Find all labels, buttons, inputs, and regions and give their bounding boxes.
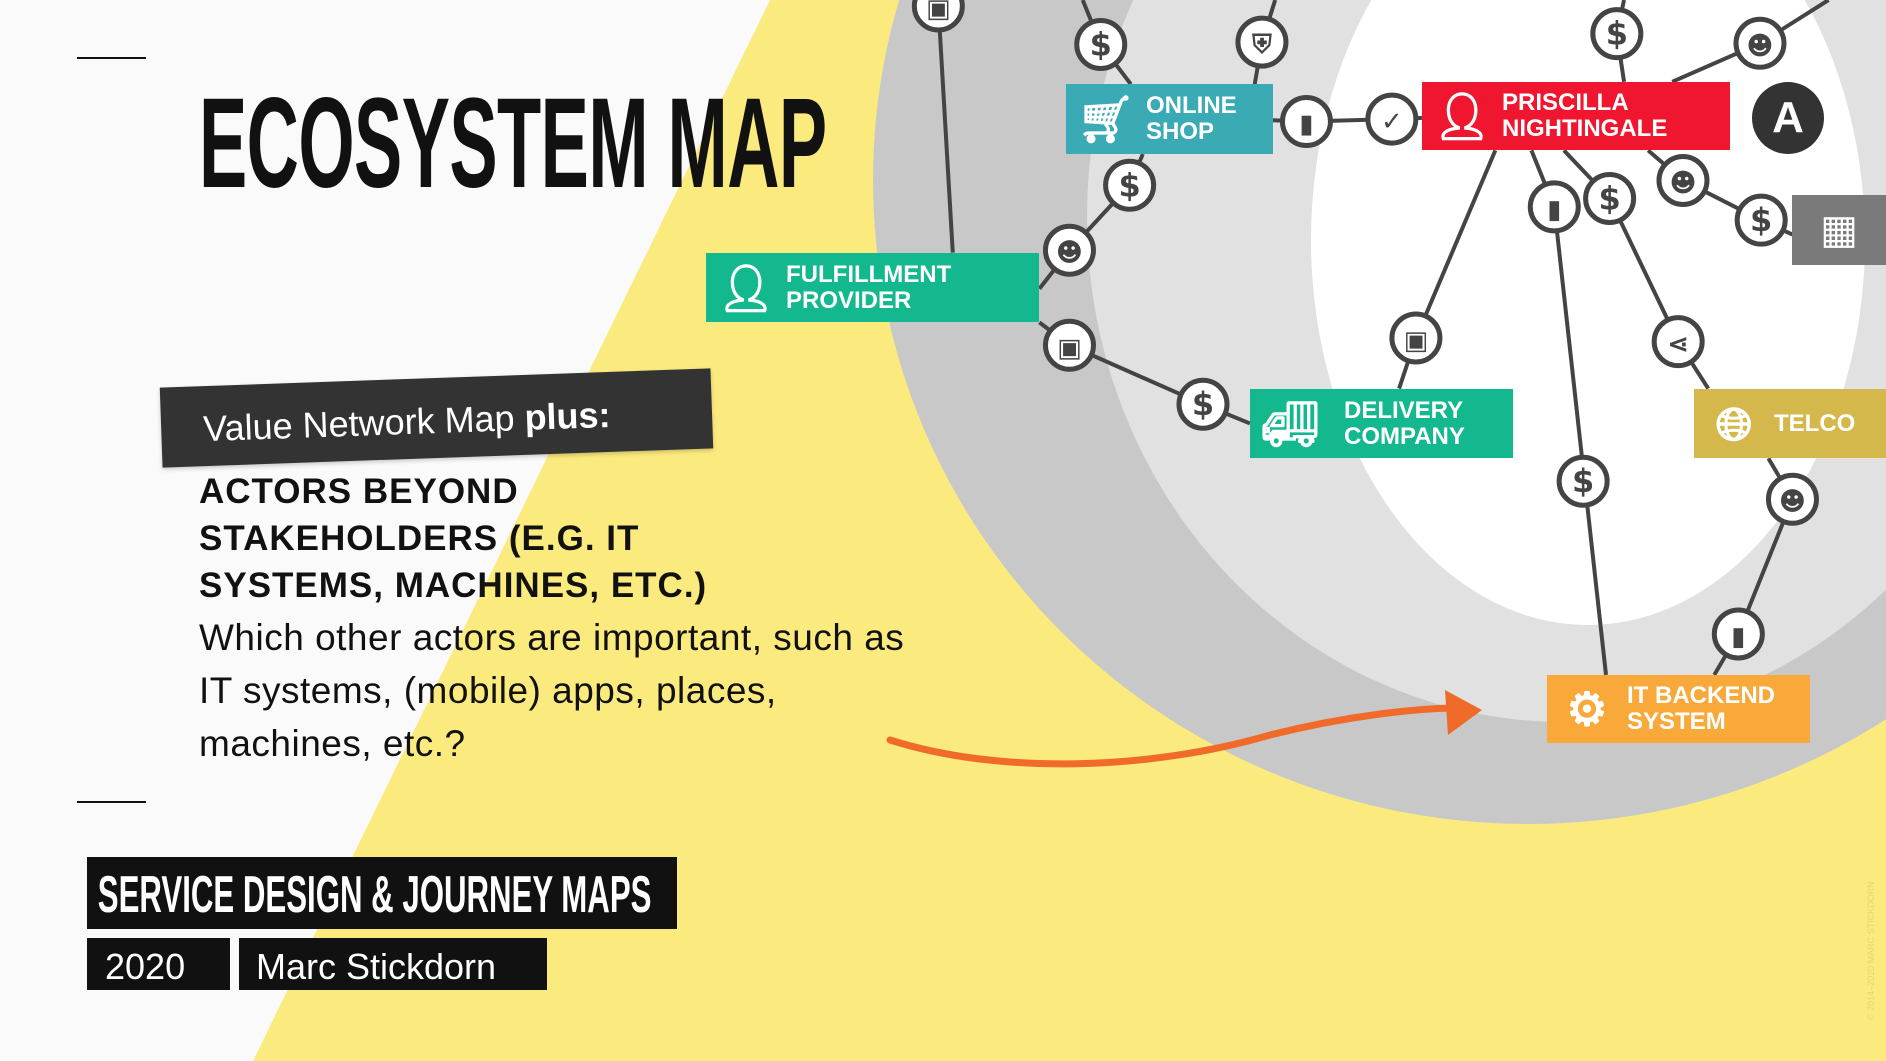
- dollar-icon: $: [1734, 193, 1788, 247]
- actor-delivery: 🚚︎ DELIVERY COMPANY: [1250, 389, 1513, 458]
- truck-icon: 🚚︎: [1260, 397, 1320, 450]
- svg-text:▣: ▣: [1057, 333, 1082, 363]
- box-icon: ▣: [1389, 311, 1443, 365]
- box-icon: ▣: [1042, 318, 1096, 372]
- document-icon: ▮: [1279, 95, 1333, 149]
- svg-text:$: $: [1118, 166, 1140, 204]
- actor-priscilla: 👤︎PRISCILLA NIGHTINGALE: [1422, 82, 1730, 150]
- actor-label: TELCO: [1774, 409, 1856, 437]
- svg-text:⛨: ⛨: [1251, 30, 1272, 60]
- series-text: SERVICE DESIGN & JOURNEY MAPS: [97, 866, 652, 924]
- dollar-icon: $: [1103, 158, 1157, 212]
- connection-line: [936, 5, 955, 253]
- series-title: SERVICE DESIGN & JOURNEY MAPS: [87, 857, 677, 929]
- section-heading: ACTORS BEYOND STAKEHOLDERS (E.G. IT SYST…: [199, 472, 708, 605]
- document-icon: ▮: [1711, 607, 1765, 661]
- svg-text:☻: ☻: [1779, 487, 1806, 517]
- actor-label: FULFILLMENT PROVIDER: [786, 260, 952, 314]
- person-icon: ☻: [1733, 16, 1787, 70]
- cart-icon: 🛒︎: [1076, 93, 1136, 145]
- dollar-icon: $: [1556, 454, 1610, 508]
- svg-text:▮: ▮: [1547, 195, 1561, 225]
- globe-icon: 🌐︎: [1715, 397, 1753, 450]
- svg-text:$: $: [1572, 462, 1594, 500]
- top-divider: [77, 57, 146, 59]
- actor-label: IT BACKEND SYSTEM: [1627, 682, 1775, 735]
- svg-text:$: $: [1750, 201, 1772, 239]
- worker-icon: 👤︎: [716, 261, 776, 314]
- connection-line: [1562, 148, 1710, 390]
- svg-text:⋖: ⋖: [1667, 330, 1689, 360]
- person-icon: ☻: [1765, 472, 1819, 526]
- svg-text:▣: ▣: [926, 0, 951, 24]
- bottom-divider: [77, 801, 146, 803]
- actor-telco: 🌐︎ TELCO: [1694, 389, 1886, 458]
- avatar: A: [1752, 82, 1824, 154]
- svg-text:☻: ☻: [1669, 168, 1696, 198]
- label-text: Value Network Map: [202, 396, 526, 450]
- actor-online-shop: 🛒︎ONLINE SHOP: [1066, 84, 1273, 154]
- actor-it-backend: ⚙ IT BACKEND SYSTEM: [1547, 675, 1810, 743]
- svg-text:$: $: [1598, 179, 1620, 217]
- actors-description: ACTORS BEYOND STAKEHOLDERS (E.G. IT SYST…: [199, 468, 919, 770]
- page-title: ECOSYSTEM MAP: [199, 72, 827, 215]
- exchange-nodes: $ $ ⛨ ▮ ✓ $ ☻ ▣ $ ▣ ▮ $ ☻ $ ⋖ $ ☻ ☻ ▮ ▣: [911, 0, 1819, 661]
- svg-text:✓: ✓: [1381, 107, 1403, 137]
- year-badge: 2020: [87, 938, 230, 990]
- actor-label: DELIVERY COMPANY: [1344, 396, 1465, 450]
- svg-text:$: $: [1192, 385, 1214, 423]
- actor-label: ONLINE SHOP: [1146, 92, 1237, 145]
- building-icon: ▦: [1792, 195, 1886, 265]
- svg-text:$: $: [1606, 15, 1628, 53]
- shield-icon: ⛨: [1235, 15, 1289, 69]
- svg-text:▮: ▮: [1299, 110, 1313, 140]
- person-icon: ☻: [1042, 223, 1096, 277]
- person-icon: 👤︎: [1432, 90, 1492, 142]
- body-text: Which other actors are important, such a…: [199, 617, 905, 764]
- svg-text:☻: ☻: [1746, 31, 1773, 61]
- label-bold: plus:: [523, 393, 612, 438]
- author-badge: Marc Stickdorn: [239, 938, 547, 990]
- gear-icon: ⚙: [1566, 683, 1608, 735]
- svg-text:☻: ☻: [1056, 238, 1083, 268]
- inner-circle: [1311, 0, 1865, 625]
- svg-text:▣: ▣: [1404, 326, 1429, 356]
- dollar-icon: $: [1074, 18, 1128, 72]
- arrow-line: [886, 704, 1464, 768]
- arrow-head: [1445, 690, 1482, 735]
- actor-label: PRISCILLA NIGHTINGALE: [1502, 89, 1668, 142]
- copyright-watermark: © 2014–2020 MARC STICKDORN: [1866, 881, 1876, 1020]
- box-icon: ▣: [911, 0, 965, 33]
- clipboard-icon: ✓: [1365, 92, 1419, 146]
- dollar-icon: $: [1590, 7, 1644, 61]
- dollar-icon: $: [1176, 377, 1230, 431]
- document-icon: ▮: [1527, 180, 1581, 234]
- dollar-icon: $: [1583, 171, 1637, 225]
- share-icon: ⋖: [1651, 315, 1705, 369]
- svg-text:▮: ▮: [1731, 622, 1745, 652]
- svg-text:$: $: [1090, 26, 1112, 64]
- person-icon: ☻: [1656, 153, 1710, 207]
- actor-fulfillment: 👤︎FULFILLMENT PROVIDER: [706, 253, 1039, 322]
